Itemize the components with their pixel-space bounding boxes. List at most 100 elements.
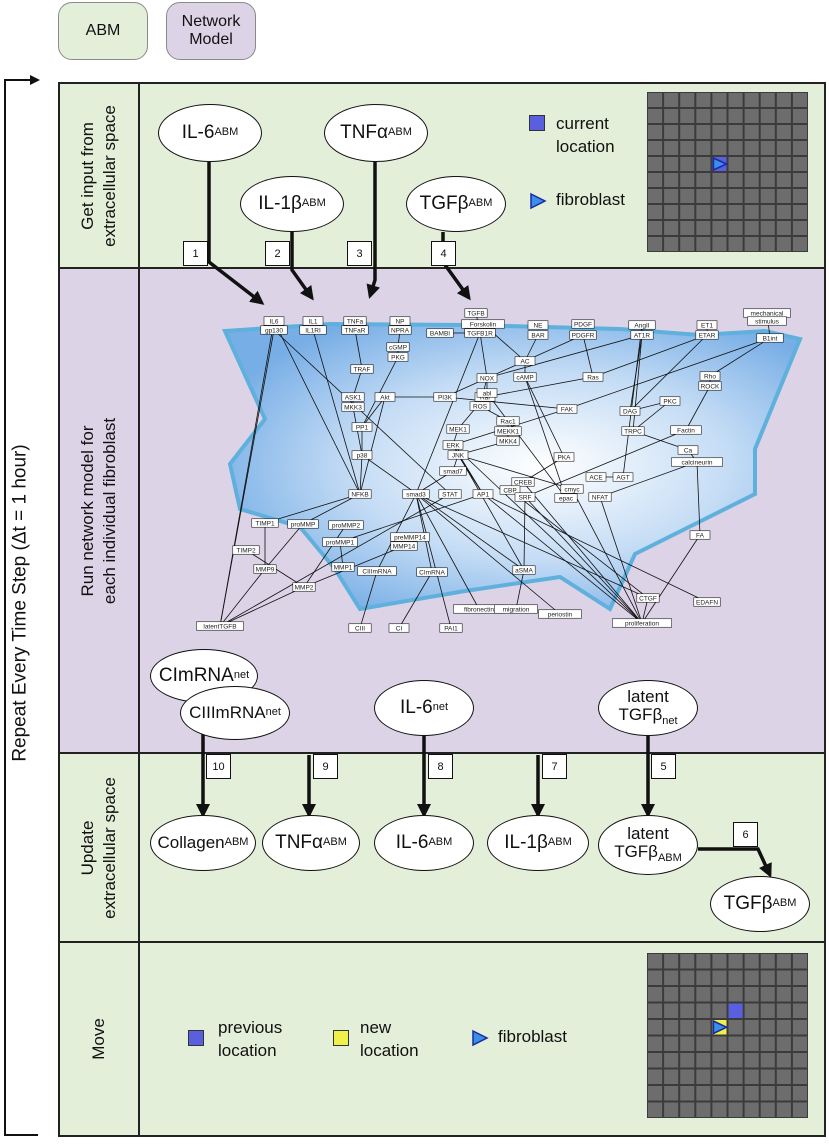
grid-cell — [760, 987, 775, 1002]
grid-cell — [728, 954, 743, 969]
fibroblast-icon — [712, 1019, 729, 1035]
network-edge — [264, 493, 361, 524]
network-node: NPRA — [388, 325, 412, 335]
grid-cell — [744, 1020, 759, 1035]
grid-cell — [792, 954, 807, 969]
grid-cell — [728, 221, 743, 235]
grid-cell — [680, 157, 695, 171]
network-node: MMP2 — [292, 582, 316, 592]
grid-cell — [776, 987, 791, 1002]
grid-cell — [776, 1069, 791, 1084]
network-edge — [444, 396, 568, 410]
network-node: SRF — [514, 492, 536, 502]
grid-cell — [776, 141, 791, 155]
network-node-label: STAT — [442, 491, 458, 498]
grid-cell — [776, 1020, 791, 1035]
network-node-label: BAMBI — [430, 330, 450, 337]
grid-cell — [744, 987, 759, 1002]
network-edge — [484, 376, 594, 398]
network-node: B1int — [756, 333, 784, 343]
grid-cell — [760, 970, 775, 985]
grid-cell — [776, 93, 791, 107]
network-node: FAK — [556, 404, 578, 414]
grid-cell — [744, 1003, 759, 1018]
network-edge — [709, 337, 771, 377]
grid-cell — [760, 125, 775, 139]
network-node-label: calcineurin — [681, 459, 712, 466]
network-node: proMMP — [287, 519, 319, 529]
network-node-label: PP1 — [356, 424, 369, 431]
step-number-6: 6 — [733, 822, 758, 847]
network-node: CTGF — [636, 593, 660, 603]
network-node: IL1RI — [299, 325, 327, 335]
grid-cell — [664, 237, 679, 251]
grid-cell — [712, 109, 727, 123]
network-node-label: epac — [559, 495, 574, 502]
grid-cell — [680, 205, 695, 219]
network-node: periostin — [538, 609, 582, 619]
network-node: FA — [689, 530, 711, 540]
grid-cell — [744, 1053, 759, 1068]
grid-cell — [792, 221, 807, 235]
grid-cell — [744, 173, 759, 187]
grid-cell — [760, 1069, 775, 1084]
network-node: TGFB1R — [464, 328, 496, 338]
step-number-10: 10 — [206, 754, 231, 779]
grid-cell — [680, 1003, 695, 1018]
grid-cell — [696, 970, 711, 985]
stage-move-label: Move — [60, 943, 140, 1135]
network-model-diagram: IL6gp130IL1IL1RITNFaTNFaRNPNPRATGFBBAMBI… — [196, 308, 803, 633]
legend-network-label-2: Model — [189, 31, 233, 48]
grid-cell — [776, 205, 791, 219]
network-node-label: TGFB1R — [467, 330, 493, 337]
network-edge — [273, 320, 361, 495]
grid-cell — [712, 1003, 727, 1018]
network-node: Forskolin — [461, 319, 505, 329]
grid-cell — [792, 125, 807, 139]
network-node-label: ET1 — [701, 322, 713, 329]
previous-location-swatch — [188, 1030, 204, 1046]
fibroblast-icon — [712, 156, 729, 172]
network-edge — [359, 454, 363, 495]
grid-cell — [760, 1053, 775, 1068]
grid-cell — [760, 173, 775, 187]
grid-cell — [728, 125, 743, 139]
grid-cell — [696, 125, 711, 139]
network-edge — [354, 329, 363, 370]
legend-abm-label: ABM — [85, 21, 121, 39]
grid-cell — [648, 125, 663, 139]
network-node: NP — [389, 316, 411, 326]
arrow-1 — [207, 162, 265, 305]
network-node-label: NFKB — [351, 491, 368, 498]
grid-cell — [680, 125, 695, 139]
network-node-label: Factin — [677, 427, 695, 434]
grid-cell — [744, 954, 759, 969]
network-node-label: PI3K — [438, 394, 453, 401]
network-node: CIIImRNA — [357, 566, 397, 576]
network-edge — [632, 400, 671, 432]
grid-cell — [760, 1036, 775, 1051]
network-node-label: stimulus — [755, 318, 780, 325]
network-node-label: smad7 — [443, 468, 463, 475]
grid-cell — [792, 109, 807, 123]
grid-cell — [728, 237, 743, 251]
grid-cell — [760, 205, 775, 219]
network-node-label: CIII — [355, 625, 365, 632]
grid-cell — [792, 141, 807, 155]
grid-cell — [792, 157, 807, 171]
network-node: PAI1 — [439, 623, 463, 633]
network-node-label: TRPC — [624, 428, 642, 435]
network-edge — [566, 337, 771, 410]
grid-cell — [776, 1036, 791, 1051]
arrow-6 — [698, 847, 772, 878]
network-node-label: cmyc — [564, 486, 580, 493]
grid-cell — [744, 237, 759, 251]
network-node: smad7 — [439, 466, 467, 476]
network-node-label: CBP — [503, 487, 516, 494]
network-node-label: ERK — [446, 442, 460, 449]
grid-cell — [696, 173, 711, 187]
